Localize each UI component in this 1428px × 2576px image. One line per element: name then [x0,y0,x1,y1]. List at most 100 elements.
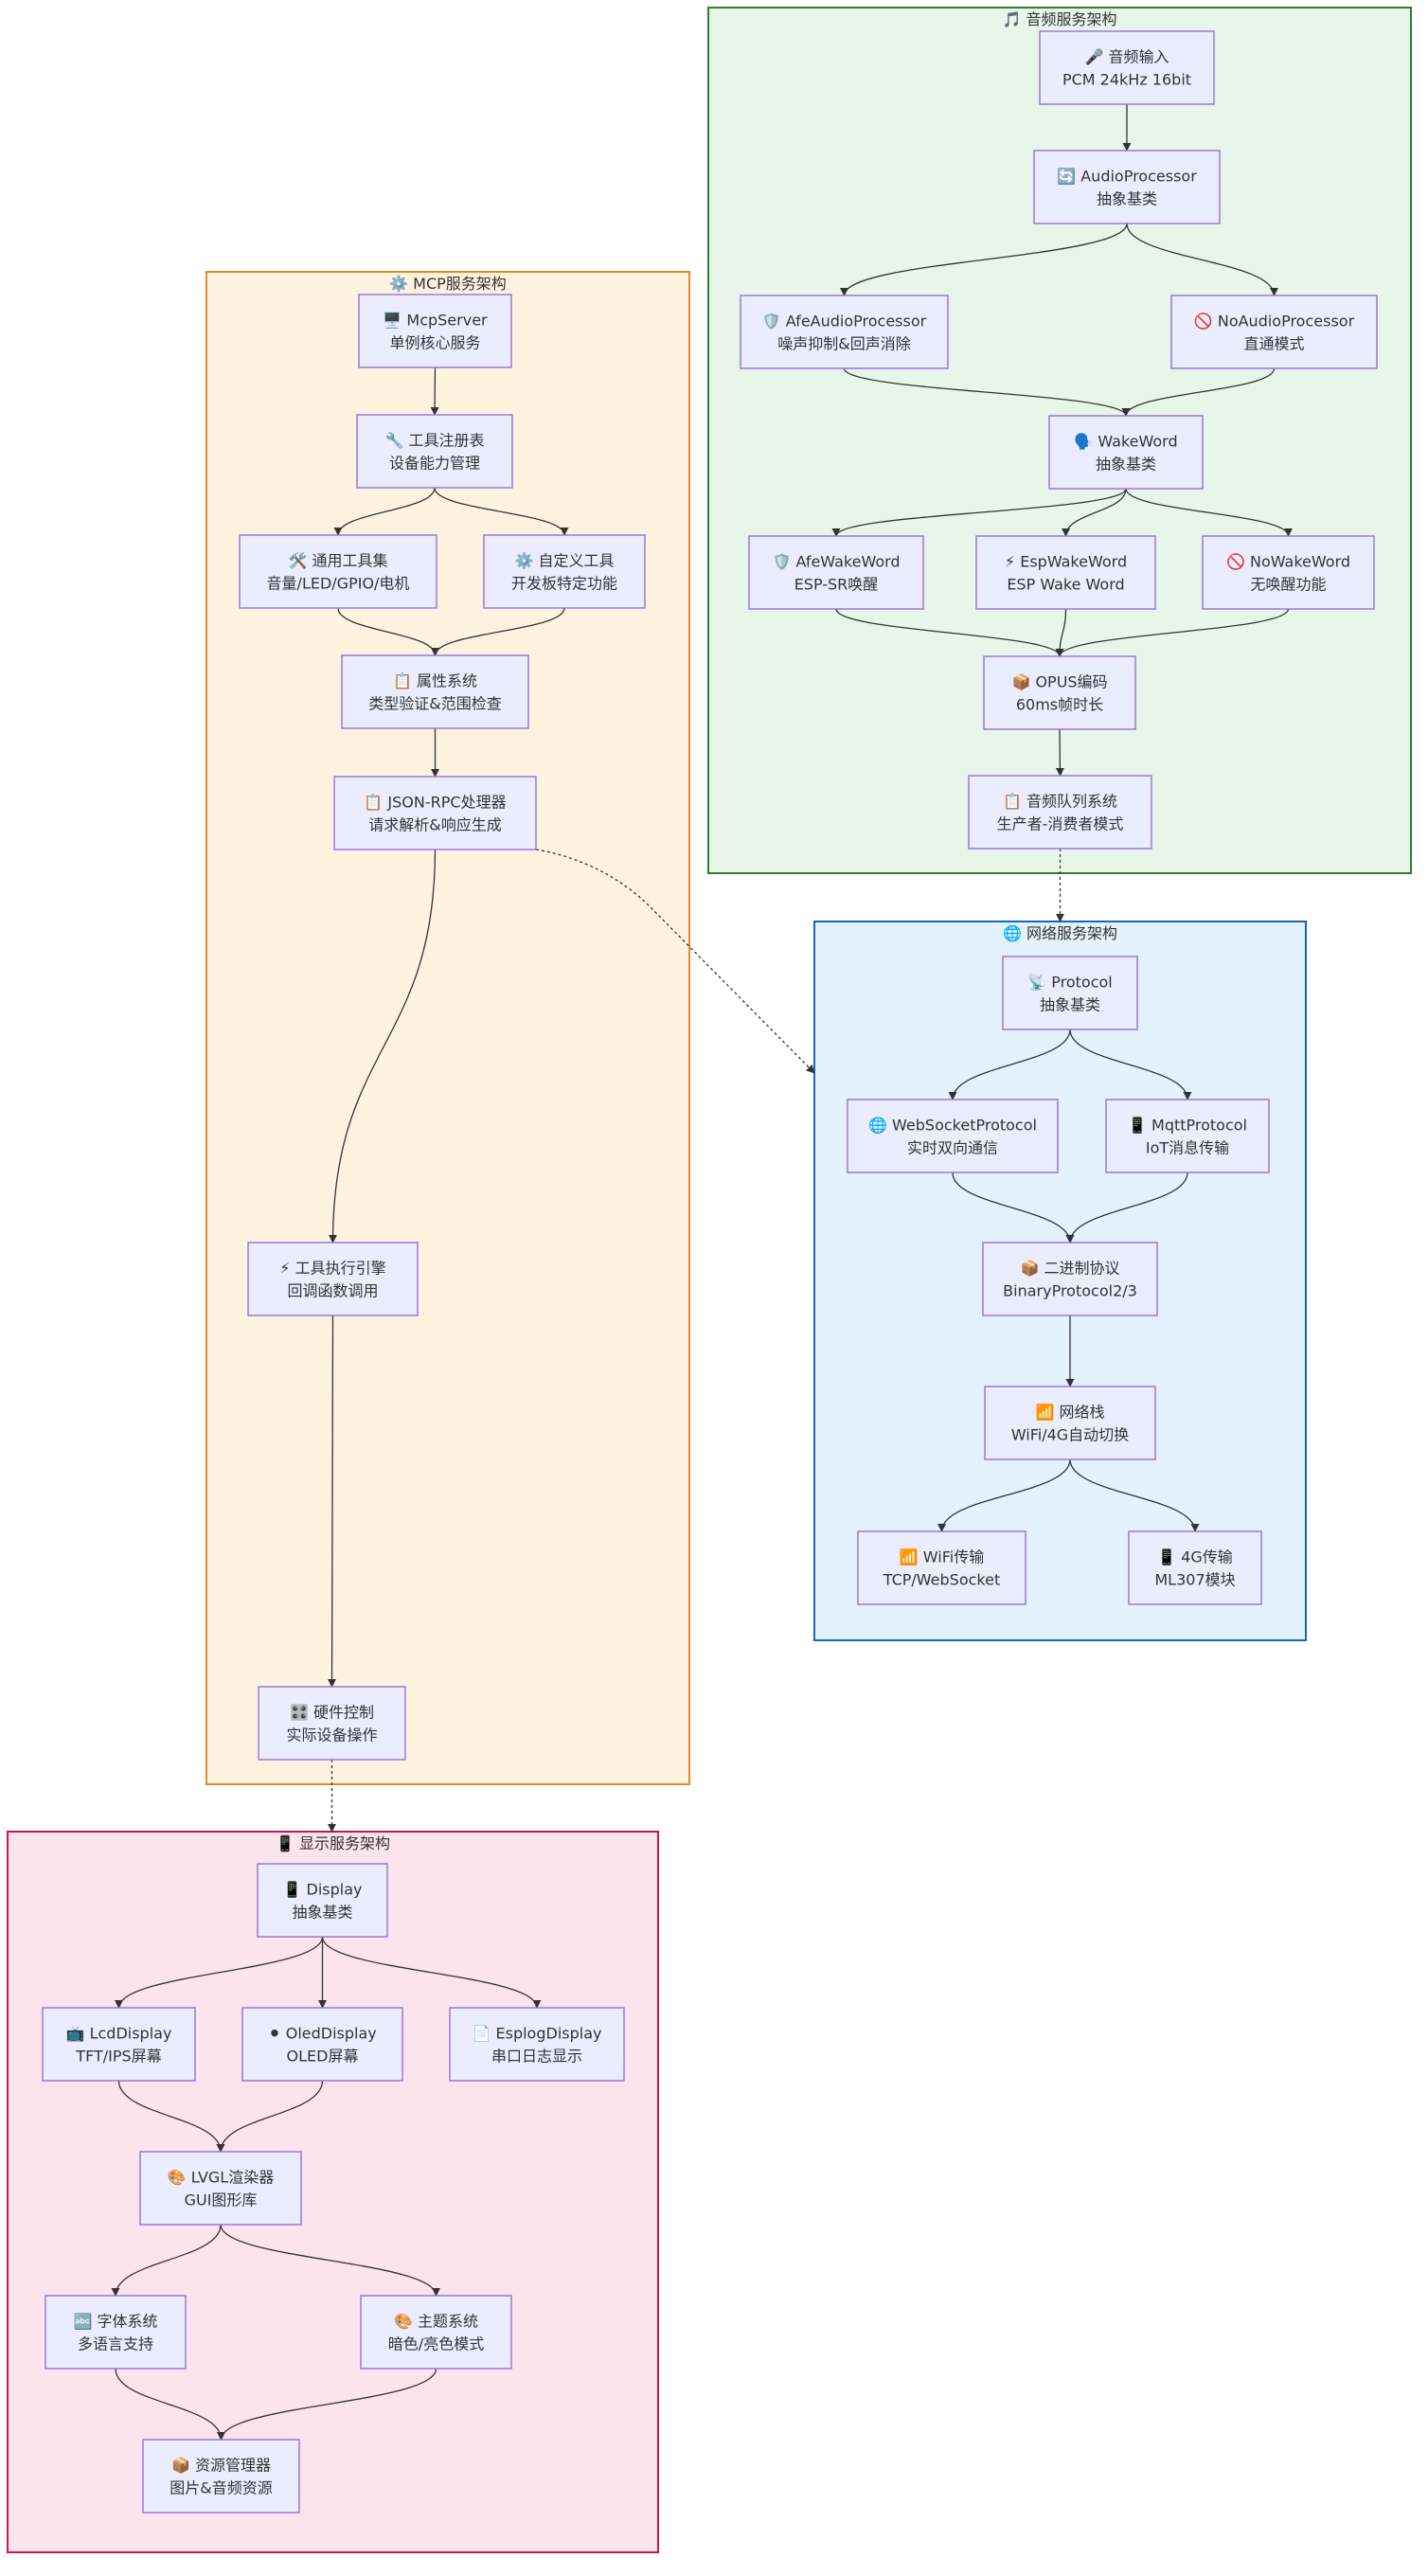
node-binary-title: 📦 二进制协议 [1020,1260,1119,1278]
edge-mqtt-to-binary [1065,1172,1188,1243]
node-wakeword-title: 🗣️ WakeWord [1074,433,1177,451]
edge-lvgl-to-font [111,2224,222,2297]
edge-display-to-lcd [114,1936,324,2009]
node-opus-box [983,655,1136,730]
node-lvgl[interactable]: 🎨 LVGL渲染器 GUI图形库 [139,2151,302,2226]
node-audio_processor-box [1033,150,1221,224]
mcp-cluster: ⚙️ MCP服务架构 [205,271,690,1785]
node-esplog-subtitle: 串口日志显示 [491,2048,582,2066]
node-hardware-title: 🎛️ 硬件控制 [290,1704,374,1722]
audio-cluster-title: 🎵 音频服务架构 [1002,10,1116,28]
node-jsonrpc-box [333,776,537,850]
node-audio_queue-subtitle: 生产者-消费者模式 [997,815,1124,833]
node-websocket-title: 🌐 WebSocketProtocol [868,1117,1037,1135]
edge-opus-to-audio_queue [1055,728,1064,777]
node-display-subtitle: 抽象基类 [292,1904,352,1922]
node-binary-subtitle: BinaryProtocol2/3 [1003,1282,1137,1300]
node-oled-subtitle: OLED屏幕 [287,2048,359,2066]
node-oled-title: ⚫ OledDisplay [268,2025,377,2043]
node-binary[interactable]: 📦 二进制协议 BinaryProtocol2/3 [982,1242,1158,1316]
mcp-cluster-box [205,271,690,1785]
node-property-subtitle: 类型验证&范围检查 [368,695,501,713]
edge-protocol-to-websocket [948,1029,1071,1100]
node-theme-subtitle: 暗色/亮色模式 [388,2335,484,2353]
node-lvgl-title: 🎨 LVGL渲染器 [168,2169,274,2187]
node-esp_wake-subtitle: ESP Wake Word [1007,576,1124,594]
edge-tool_exec-to-hardware [327,1315,337,1688]
node-afe_audio-title: 🛡️ AfeAudioProcessor [762,313,927,331]
node-display-title: 📱 Display [283,1881,363,1899]
node-wakeword-box [1048,415,1204,490]
edge-afe_wake-to-opus [835,608,1064,657]
node-no_audio-title: 🚫 NoAudioProcessor [1194,313,1355,331]
node-tool_exec-title: ⚡ 工具执行引擎 [279,1260,385,1278]
node-no_audio-box [1170,295,1378,369]
node-protocol-subtitle: 抽象基类 [1040,996,1100,1014]
node-lvgl-subtitle: GUI图形库 [185,2191,258,2209]
node-netstack-title: 📶 网络栈 [1035,1404,1104,1422]
edge-protocol-to-mqtt [1069,1029,1192,1100]
node-lvgl-box [139,2151,302,2226]
edge-tool_registry-to-common_tools [333,487,436,536]
node-mqtt-box [1105,1099,1270,1173]
node-theme-box [360,2295,512,2370]
node-no_wake-title: 🚫 NoWakeWord [1226,553,1350,571]
node-audio_queue-box [968,775,1152,850]
node-wifi-title: 📶 WiFi传输 [900,1548,984,1566]
node-protocol-title: 📡 Protocol [1027,973,1112,992]
node-display[interactable]: 📱 Display 抽象基类 [257,1863,388,1938]
display-cluster-title: 📱 显示服务架构 [276,1834,390,1852]
node-afe_wake-title: 🛡️ AfeWakeWord [772,553,900,571]
node-audio_input-box [1039,30,1215,105]
node-common_tools-box [239,534,437,609]
node-afe_audio[interactable]: 🛡️ AfeAudioProcessor 噪声抑制&回声消除 [740,295,949,369]
edge-lvgl-to-theme [220,2224,441,2297]
edge-wakeword-to-no_wake [1125,488,1293,537]
node-wakeword[interactable]: 🗣️ WakeWord 抽象基类 [1048,415,1204,490]
node-tool_registry-box [356,414,513,489]
edge-no_audio-to-wakeword [1121,367,1276,417]
node-afe_audio-subtitle: 噪声抑制&回声消除 [777,335,910,353]
node-protocol[interactable]: 📡 Protocol 抽象基类 [1002,956,1138,1030]
node-websocket-box [847,1099,1059,1173]
node-wakeword-subtitle: 抽象基类 [1096,456,1156,474]
edge-wakeword-to-esp_wake [1061,488,1127,537]
display-cluster: 📱 显示服务架构 [7,1831,659,2553]
edge-custom_tools-to-property [430,607,565,656]
node-esp_wake-box [975,535,1156,610]
network-cluster: 🌐 网络服务架构 [813,921,1307,1641]
node-no_wake-box [1202,535,1375,610]
edge-wakeword-to-afe_wake [831,488,1127,537]
node-binary-box [982,1242,1158,1316]
node-audio_queue-title: 📋 音频队列系统 [1003,793,1117,811]
edge-websocket-to-binary [952,1172,1075,1243]
node-tool_registry-subtitle: 设备能力管理 [389,455,480,473]
